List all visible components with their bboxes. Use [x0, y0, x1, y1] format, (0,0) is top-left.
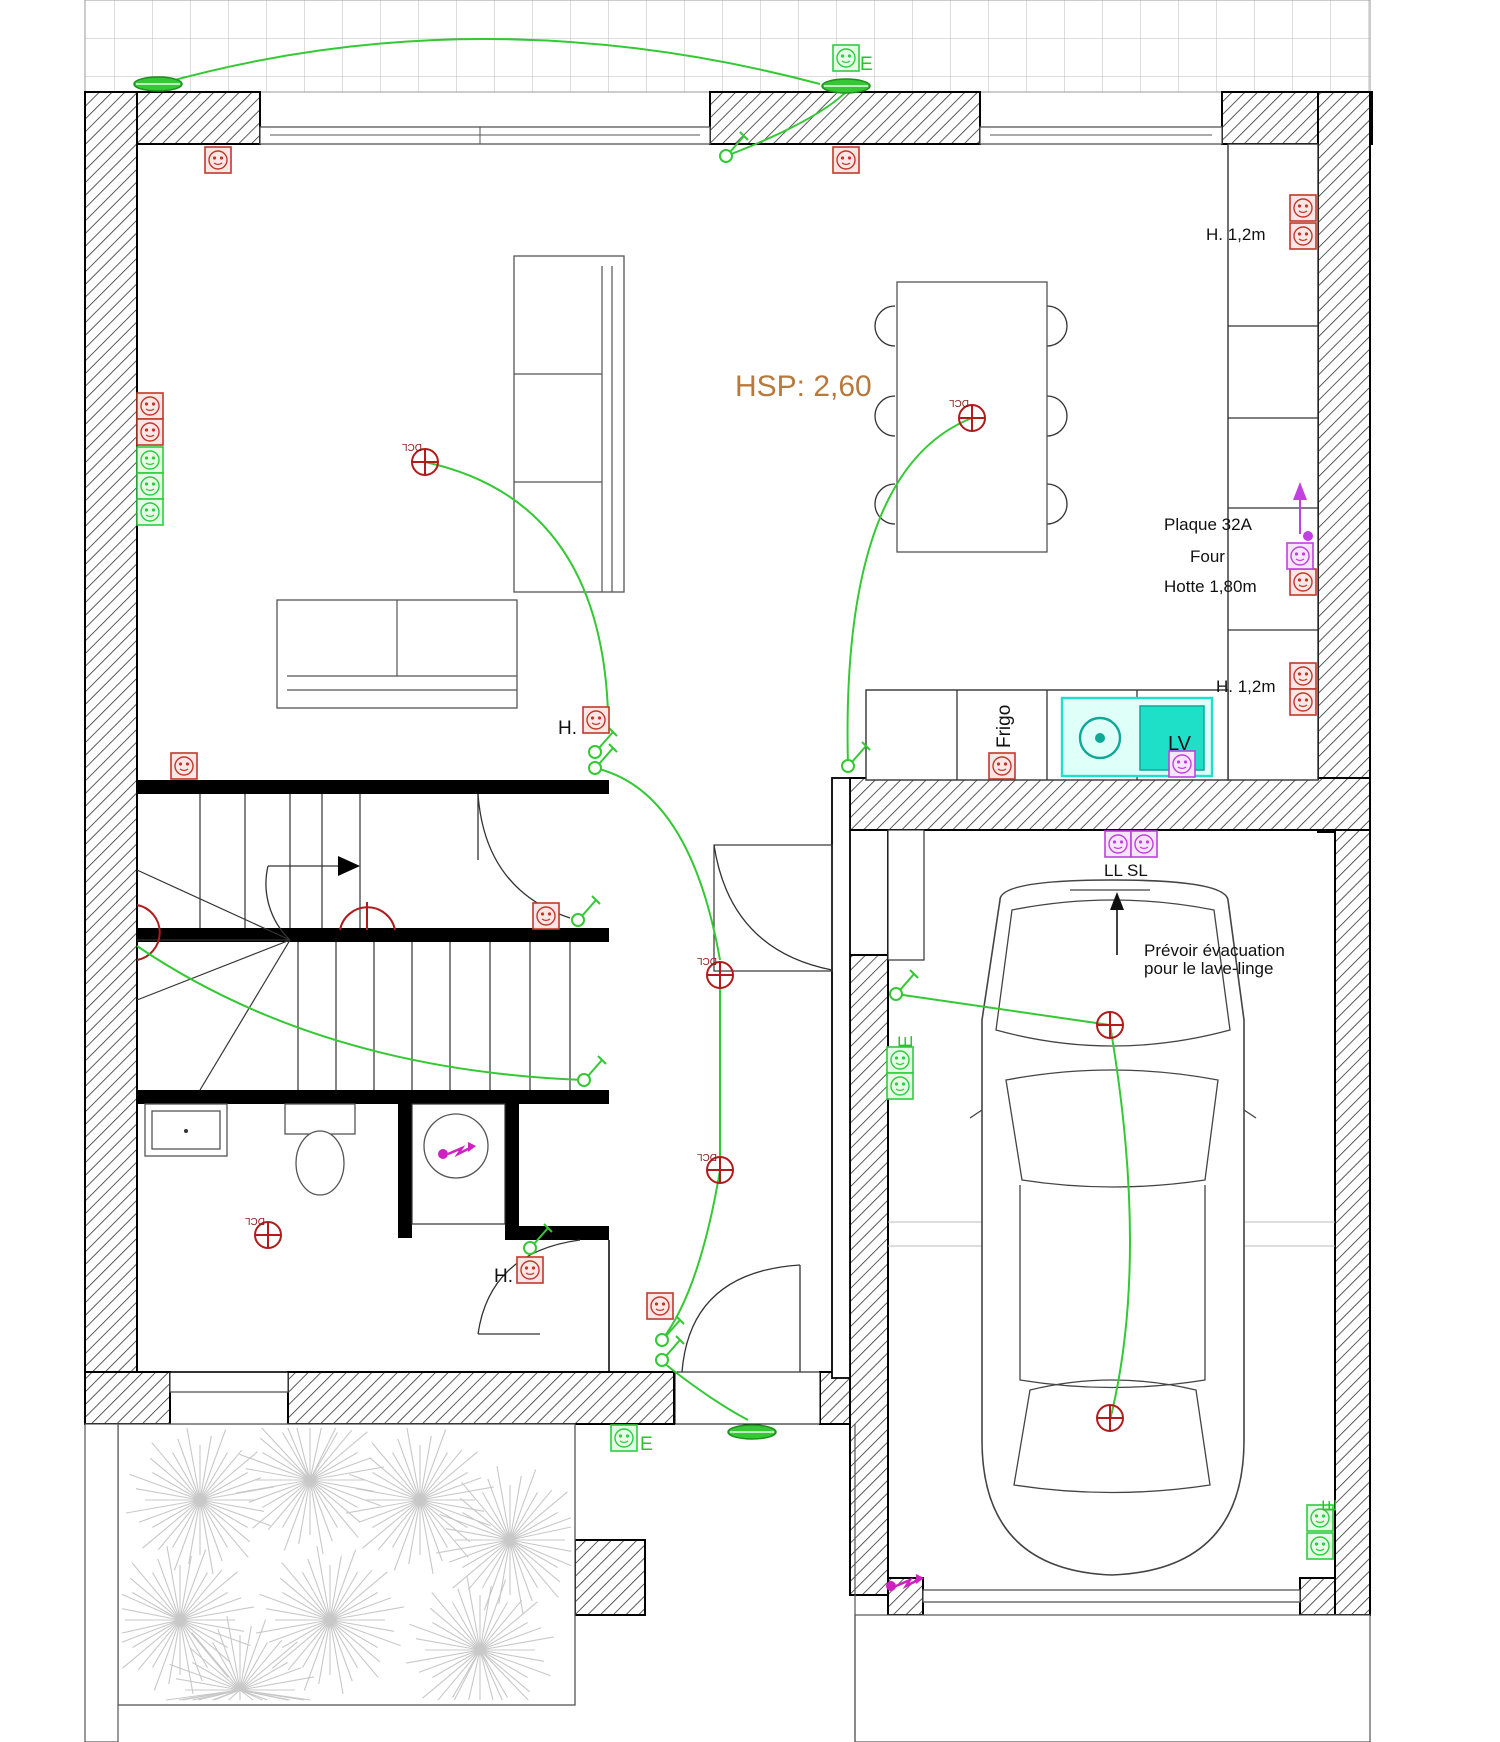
evacuation-arrow-icon	[1110, 892, 1124, 910]
socket-icon	[582, 706, 610, 734]
ceiling-height-label: HSP: 2,60	[735, 370, 872, 403]
kitchen	[865, 143, 1319, 781]
light-point-icon	[1096, 1404, 1124, 1432]
living-furniture	[276, 255, 625, 709]
socket-icon	[516, 1256, 544, 1284]
svg-text:DCL: DCL	[245, 1215, 265, 1226]
switch-icon	[571, 895, 601, 927]
socket-icon	[1286, 542, 1314, 570]
exterior-socket-label: E	[860, 54, 873, 75]
stair-direction-arrow-icon	[338, 856, 360, 876]
socket-icon	[1289, 194, 1317, 222]
socket-icon	[1289, 662, 1317, 690]
socket-icon	[988, 752, 1016, 780]
socket-icon	[832, 44, 860, 72]
windows	[169, 126, 1301, 1603]
switch-height-label-wc: H.	[494, 1266, 513, 1287]
socket-icon	[1130, 830, 1158, 858]
dishwasher-label: LV	[1168, 733, 1192, 755]
socket-icon	[1289, 688, 1317, 716]
dcl-labels: DCL DCL DCL DCL DCL	[245, 397, 969, 1226]
socket-icon	[136, 498, 164, 526]
socket-icon	[1104, 830, 1132, 858]
evacuation-label-line2: pour le lave-linge	[1144, 959, 1273, 978]
socket-icon	[136, 472, 164, 500]
socket-icon	[1289, 222, 1317, 250]
socket-icon	[886, 1046, 914, 1074]
garden	[84, 1423, 1371, 1742]
cooktop-outlet-arrow-icon	[1293, 482, 1313, 541]
svg-text:DCL: DCL	[949, 397, 969, 408]
svg-text:DCL: DCL	[697, 955, 717, 966]
socket-icon	[532, 902, 560, 930]
socket-icon	[646, 1292, 674, 1320]
socket-icon	[832, 146, 860, 174]
switch-icon	[577, 1055, 607, 1087]
socket-icon	[886, 1072, 914, 1100]
svg-text:DCL: DCL	[697, 1151, 717, 1162]
car	[969, 879, 1257, 1576]
height-label-top: H. 1,2m	[1206, 225, 1266, 244]
terrace-top	[84, 0, 1371, 93]
outdoor-light-icon	[821, 78, 871, 94]
staircase	[136, 794, 571, 1091]
height-label-bottom: H. 1,2m	[1216, 677, 1276, 696]
fridge-label: Frigo	[994, 705, 1015, 748]
socket-icon	[136, 446, 164, 474]
socket-icon	[204, 146, 232, 174]
light-point-icon	[1096, 1011, 1124, 1039]
socket-icon	[136, 392, 164, 420]
exterior-socket-label: E	[640, 1434, 653, 1455]
switch-height-label: H.	[558, 718, 577, 739]
cooktop-label: Plaque 32A	[1164, 515, 1253, 534]
outdoor-light-icon	[727, 1424, 777, 1440]
socket-icon	[170, 752, 198, 780]
bathroom-fixtures	[144, 1103, 506, 1225]
electrical-wiring	[136, 38, 1131, 1421]
exterior-socket-label: E	[1320, 1499, 1341, 1512]
socket-icon	[610, 1424, 638, 1452]
doors	[477, 793, 925, 1373]
exterior-walls	[84, 91, 1373, 1616]
oven-label: Four	[1190, 547, 1225, 566]
exterior-socket-label: E	[896, 1035, 917, 1048]
evacuation-label-line1: Prévoir évacuation	[1144, 941, 1285, 960]
washer-dryer-label: LL SL	[1104, 861, 1148, 880]
garage	[888, 879, 1335, 1576]
svg-text:DCL: DCL	[402, 441, 422, 452]
socket-icon	[1306, 1532, 1334, 1560]
hood-label: Hotte 1,80m	[1164, 577, 1257, 596]
socket-icon	[136, 418, 164, 446]
outdoor-light-icon	[133, 76, 183, 92]
socket-icon	[1289, 568, 1317, 596]
